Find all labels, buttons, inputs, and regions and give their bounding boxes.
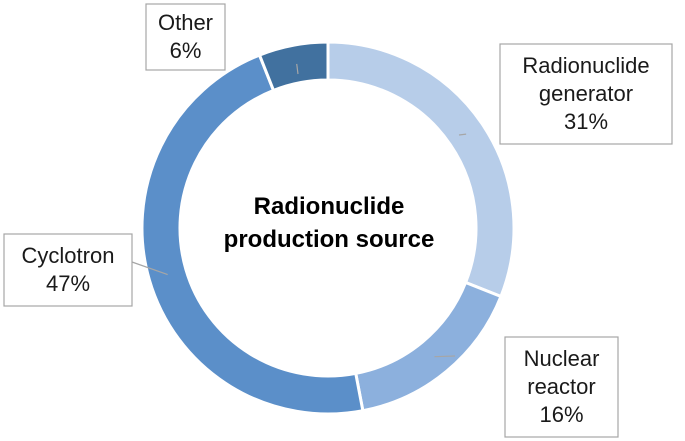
slice-value-label: 6% [170, 38, 202, 63]
callout-box [499, 43, 673, 145]
slice-nuclear-reactor [353, 280, 503, 413]
leader-lines-group [131, 63, 467, 358]
slice-radionuclide-generator [326, 40, 516, 299]
callouts-group: Radionuclide generator 31% Nuclear reactor 16… [3, 3, 673, 438]
slice-cyclotron [140, 53, 365, 416]
leader-line [434, 355, 456, 358]
slice-category-label: generator [539, 81, 633, 106]
callout-box [3, 233, 133, 307]
callout-box [504, 336, 619, 438]
slice-category-label: reactor [527, 374, 595, 399]
slice-other [257, 40, 330, 93]
center-label-line-1: Radionuclide [254, 193, 405, 220]
slices-group [140, 40, 516, 416]
leader-line [296, 63, 299, 75]
callout-cyclotron: Cyclotron 47% [3, 233, 133, 307]
slice-value-label: 16% [539, 402, 583, 427]
callout-radionuclide: Radionuclide generator 31% [499, 43, 673, 145]
leader-line [458, 133, 467, 136]
slice-category-label: Radionuclide [522, 53, 649, 78]
center-label-line-2: production source [224, 226, 435, 253]
slice-category-label: Cyclotron [22, 243, 115, 268]
slice-value-label: 31% [564, 109, 608, 134]
leader-line [131, 261, 168, 276]
callout-box [145, 3, 226, 71]
slice-category-label: Other [158, 10, 213, 35]
slice-category-label: Nuclear [524, 346, 600, 371]
callout-nuclear: Nuclear reactor 16% [504, 336, 619, 438]
slice-value-label: 47% [46, 271, 90, 296]
callout-other: Other 6% [145, 3, 226, 71]
